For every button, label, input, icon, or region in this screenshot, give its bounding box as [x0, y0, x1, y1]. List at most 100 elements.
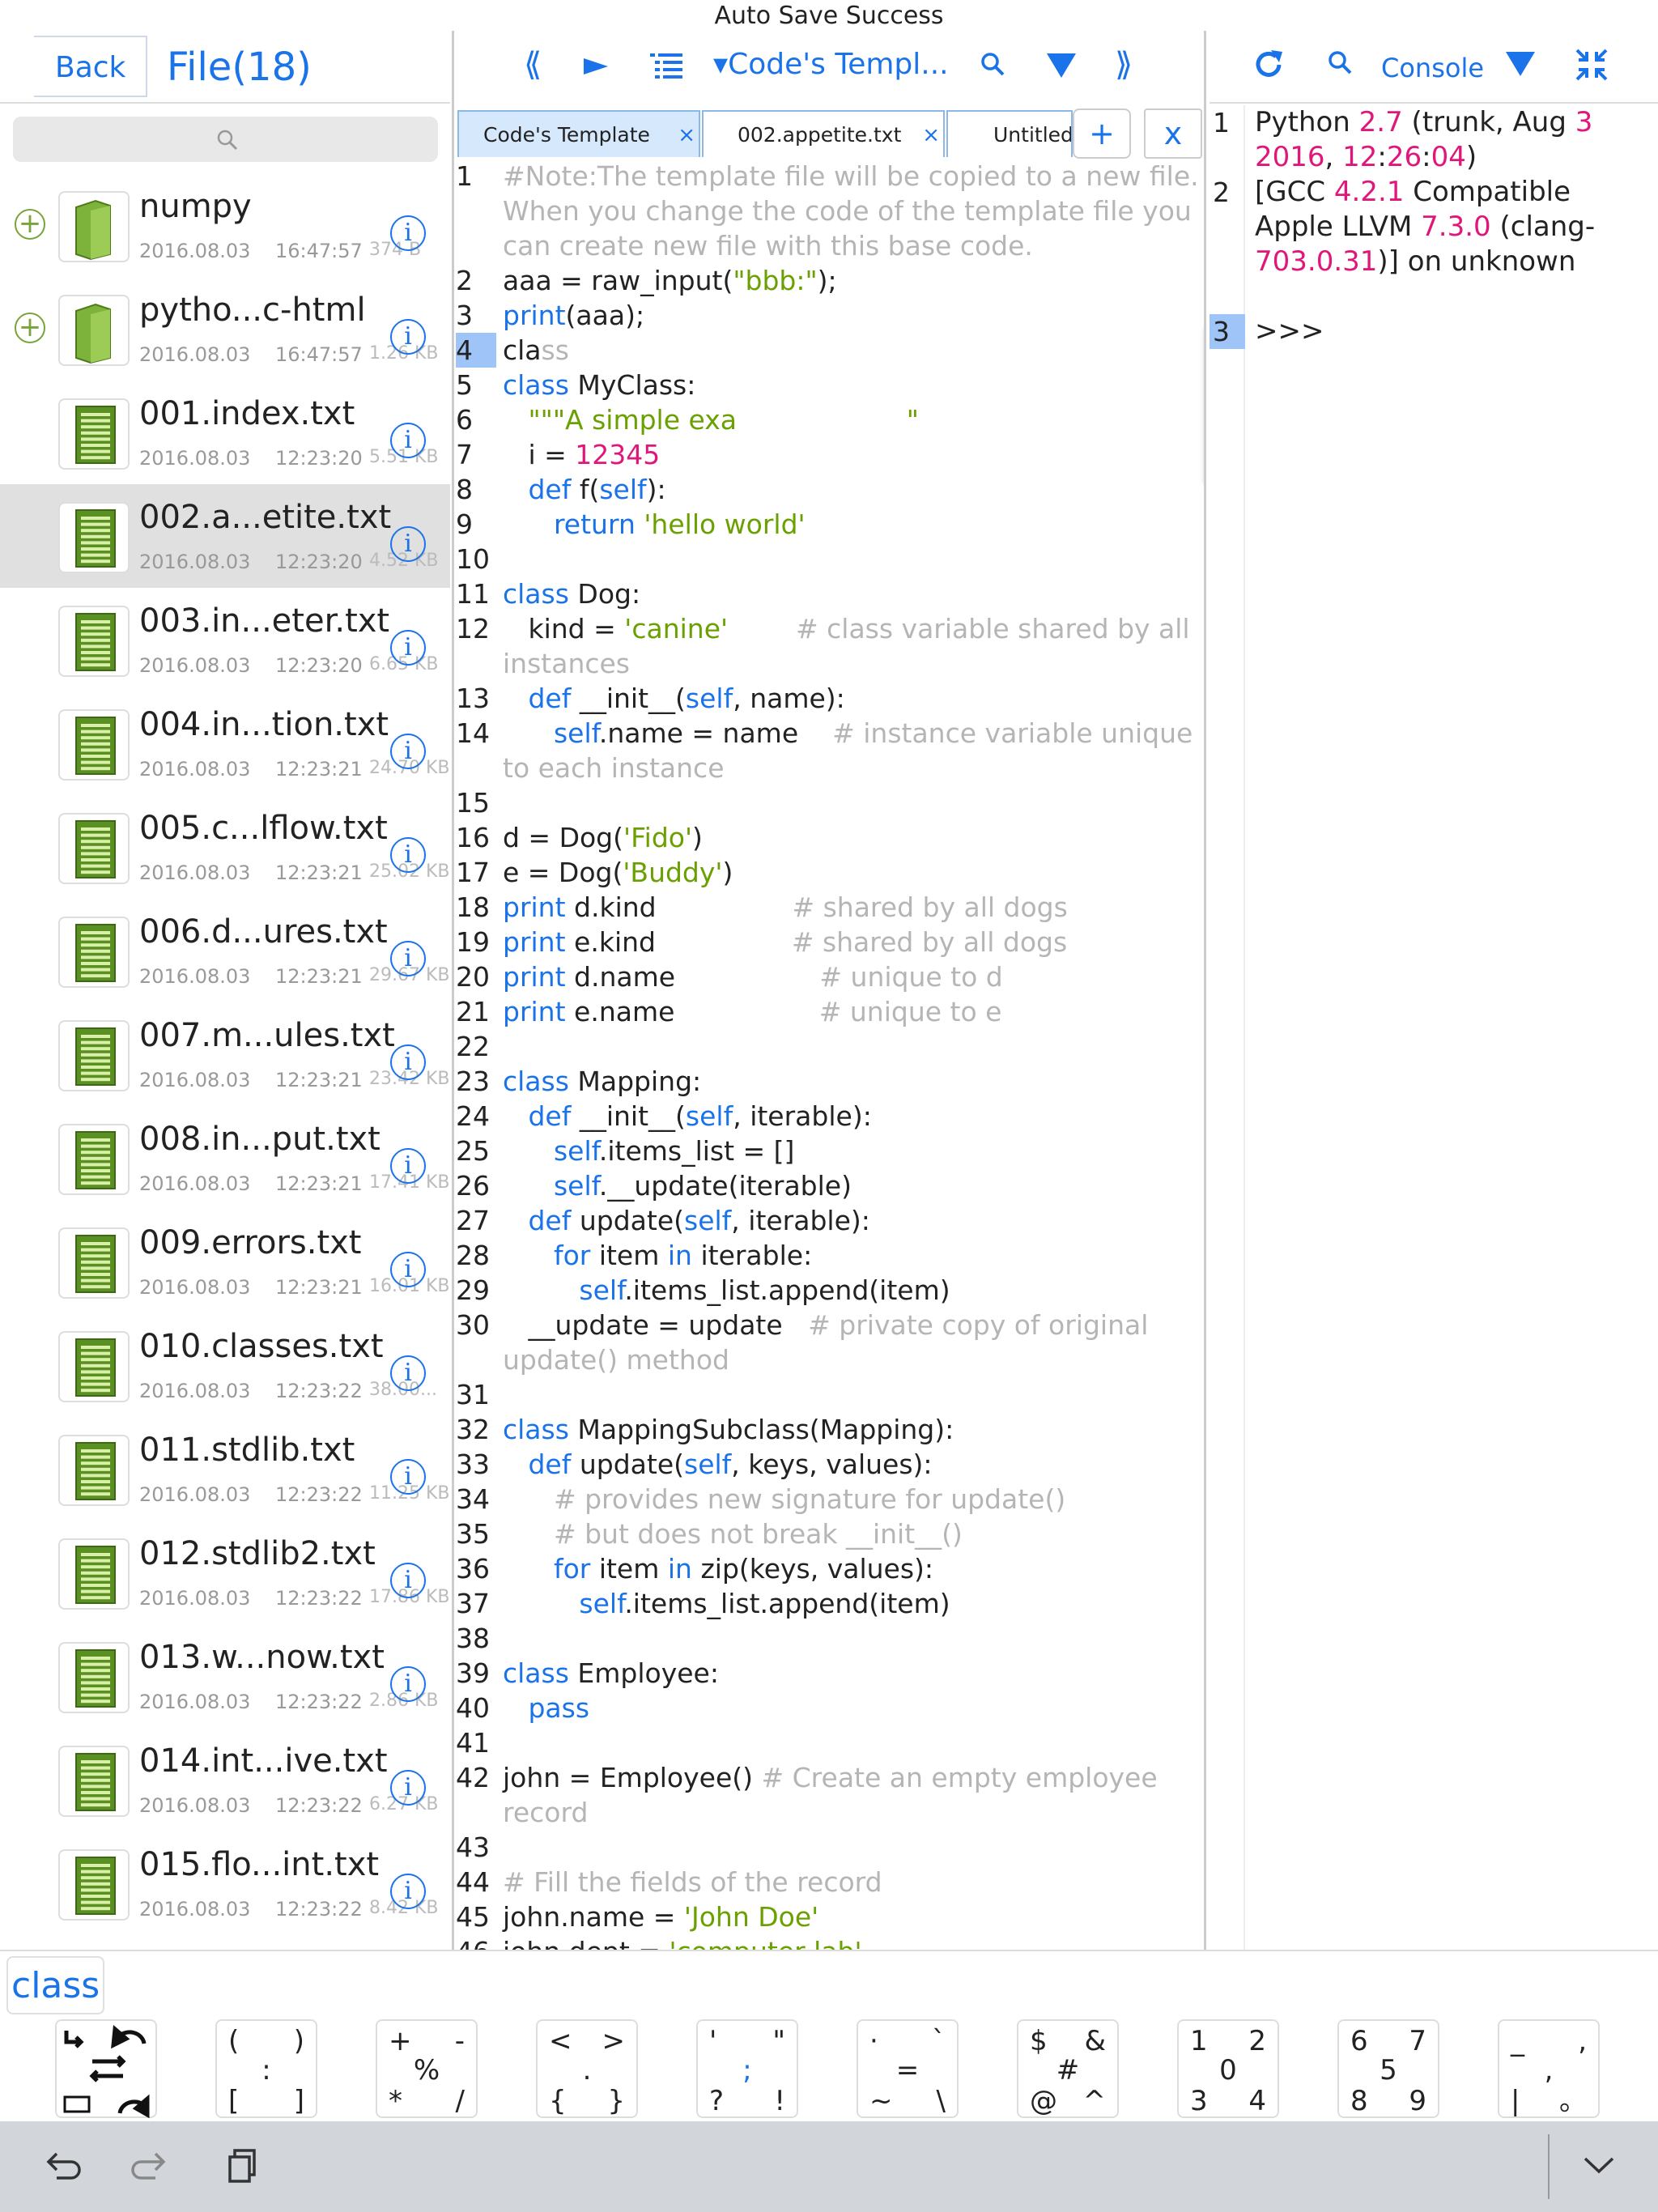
- code-line[interactable]: def update(self, keys, values):: [528, 1448, 933, 1480]
- symbol-key[interactable]: $&#@^: [1017, 2019, 1119, 2118]
- code-line[interactable]: self.name = name # instance variable uni…: [503, 717, 1201, 784]
- info-icon[interactable]: i: [390, 1355, 426, 1391]
- info-icon[interactable]: i: [390, 1563, 426, 1598]
- autocomplete-suggestion[interactable]: class: [6, 1956, 105, 2014]
- code-line[interactable]: print e.name # unique to e: [503, 996, 1002, 1027]
- symbol-key[interactable]: <>.{}: [536, 2019, 638, 2118]
- code-line[interactable]: # Fill the fields of the record: [503, 1866, 882, 1898]
- code-line[interactable]: class Employee:: [503, 1657, 719, 1689]
- code-line[interactable]: def update(self, iterable):: [528, 1205, 870, 1236]
- code-line[interactable]: """A simple exa ": [528, 404, 919, 436]
- code-area[interactable]: 1#Note:The template file will be copied …: [454, 159, 1204, 1950]
- back-button[interactable]: Back: [34, 36, 147, 97]
- code-line[interactable]: e = Dog('Buddy'): [503, 857, 733, 888]
- code-line[interactable]: pass: [528, 1692, 590, 1724]
- symbol-key[interactable]: ():[]: [215, 2019, 317, 2118]
- undo-icon[interactable]: [42, 2141, 83, 2201]
- refresh-icon[interactable]: [1252, 40, 1287, 89]
- code-line[interactable]: for item in iterable:: [553, 1240, 813, 1271]
- info-icon[interactable]: i: [390, 1148, 426, 1184]
- tab-codes-template[interactable]: Code's Template×: [457, 110, 700, 157]
- code-line[interactable]: print d.kind # shared by all dogs: [503, 891, 1068, 923]
- double-chevron-right-icon[interactable]: ⟫: [1115, 46, 1133, 83]
- code-line[interactable]: john = Employee() # Create an empty empl…: [503, 1762, 1167, 1828]
- symbol-key[interactable]: +-%*/: [376, 2019, 478, 2118]
- symbol-key[interactable]: ·`=~\: [857, 2019, 959, 2118]
- code-line[interactable]: def __init__(self, name):: [528, 683, 845, 714]
- template-dropdown[interactable]: ▾Code's Templ...: [713, 48, 949, 81]
- info-icon[interactable]: i: [390, 423, 426, 458]
- code-line[interactable]: self.items_list = []: [553, 1135, 795, 1167]
- code-line[interactable]: self.__update(iterable): [553, 1170, 852, 1202]
- symbol-key[interactable]: '";?!: [696, 2019, 798, 2118]
- code-line[interactable]: kind = 'canine' # class variable shared …: [503, 613, 1199, 679]
- code-line[interactable]: for item in zip(keys, values):: [553, 1553, 934, 1585]
- info-icon[interactable]: i: [390, 837, 426, 873]
- outline-list-icon[interactable]: [648, 40, 684, 89]
- code-line[interactable]: def __init__(self, iterable):: [528, 1100, 872, 1132]
- code-line[interactable]: return 'hello world': [553, 508, 806, 540]
- code-line[interactable]: i = 12345: [503, 439, 661, 470]
- expand-folder-icon[interactable]: +: [15, 209, 45, 240]
- tab-untitled[interactable]: Untitled: [946, 110, 1073, 157]
- code-line[interactable]: def f(self):: [528, 474, 666, 505]
- code-line[interactable]: # provides new signature for update(): [553, 1483, 1066, 1515]
- info-icon[interactable]: i: [390, 319, 426, 355]
- file-search-input[interactable]: [13, 117, 438, 162]
- close-tab-icon[interactable]: ×: [678, 123, 695, 147]
- code-line[interactable]: #Note:The template file will be copied t…: [503, 160, 1199, 262]
- code-line[interactable]: print e.kind # shared by all dogs: [503, 926, 1068, 958]
- code-line[interactable]: print(aaa);: [503, 300, 645, 331]
- edit-controls-key[interactable]: [55, 2019, 157, 2119]
- close-tab-button[interactable]: x: [1144, 108, 1202, 159]
- code-line[interactable]: aaa = raw_input("bbb:");: [503, 265, 837, 296]
- console-arrow-down-icon[interactable]: [1503, 40, 1538, 89]
- info-icon[interactable]: i: [390, 526, 426, 562]
- console-label[interactable]: Console: [1381, 53, 1485, 83]
- console-search-icon[interactable]: [1324, 40, 1357, 89]
- add-tab-button[interactable]: +: [1073, 108, 1131, 159]
- info-icon[interactable]: i: [390, 1874, 426, 1909]
- info-icon[interactable]: i: [390, 1044, 426, 1080]
- redo-icon[interactable]: [130, 2141, 170, 2201]
- code-line[interactable]: class Mapping:: [503, 1066, 702, 1097]
- info-icon[interactable]: i: [390, 215, 426, 251]
- info-icon[interactable]: i: [390, 1252, 426, 1287]
- code-line[interactable]: john.dept = 'computer lab': [503, 1934, 1204, 1950]
- close-tab-icon[interactable]: ×: [922, 123, 940, 147]
- search-icon[interactable]: [977, 40, 1010, 89]
- arrow-down-icon[interactable]: [1044, 40, 1079, 89]
- info-icon[interactable]: i: [390, 941, 426, 976]
- info-icon[interactable]: i: [390, 630, 426, 666]
- code-line[interactable]: class: [503, 334, 569, 366]
- info-icon[interactable]: i: [390, 1770, 426, 1806]
- code-line[interactable]: self.items_list.append(item): [579, 1274, 950, 1306]
- symbol-key[interactable]: _,,|。: [1498, 2019, 1600, 2118]
- info-icon[interactable]: i: [390, 1666, 426, 1702]
- run-icon[interactable]: [579, 40, 611, 89]
- code-line[interactable]: john.name = 'John Doe': [503, 1901, 819, 1933]
- collapse-icon[interactable]: [1574, 40, 1609, 89]
- code-line[interactable]: class Dog:: [503, 578, 641, 610]
- code-line[interactable]: d = Dog('Fido'): [503, 822, 703, 853]
- code-line[interactable]: class MappingSubclass(Mapping):: [503, 1414, 954, 1445]
- paste-icon[interactable]: [220, 2141, 261, 2201]
- code-line[interactable]: print d.name # unique to d: [503, 961, 1003, 993]
